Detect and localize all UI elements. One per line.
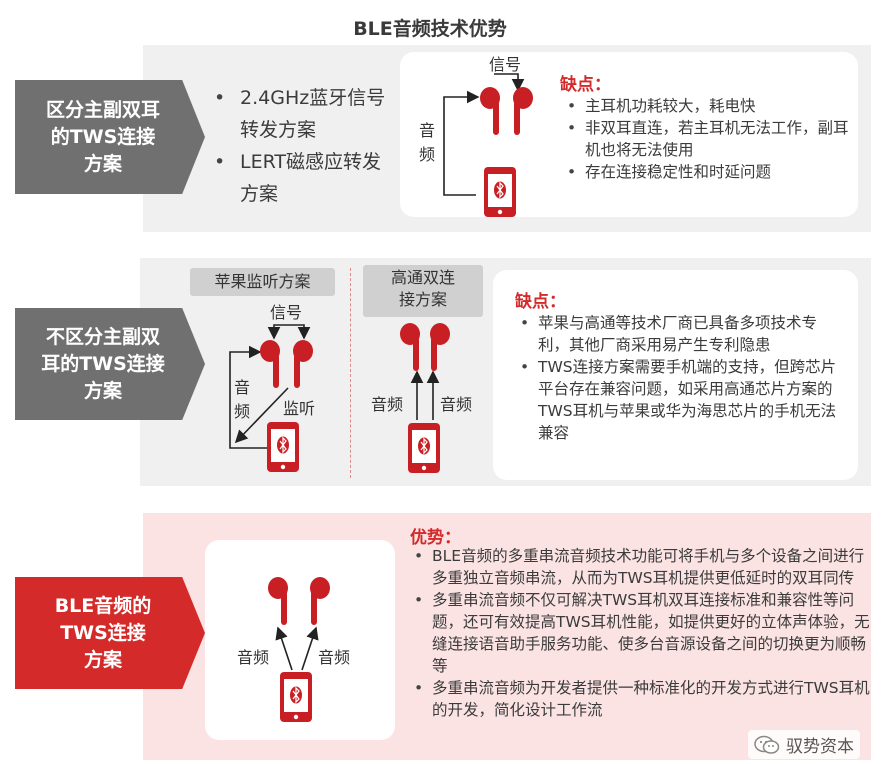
section-1-diagram (443, 73, 533, 217)
phone-icon (408, 423, 440, 473)
earbud-icon (513, 87, 533, 135)
wechat-icon (754, 735, 780, 754)
section-1-label-text: 区分主副双耳 的TWS连接 方案 (45, 98, 160, 175)
apple-monitor-label: 监听 (283, 399, 316, 418)
qualcomm-audio-right-label: 音频 (440, 395, 473, 414)
section-3-pros: BLE音频的多重串流音频技术功能可将手机与多个设备之间进行多重独立音频串流，从而… (412, 545, 870, 721)
bluetooth-icon (290, 686, 302, 704)
page-title: BLE音频技术优势 (353, 18, 507, 40)
earbud-icon (268, 577, 288, 625)
earbud-icon (430, 323, 450, 371)
section-2-cons-title: 缺点： (515, 292, 566, 312)
qualcomm-audio-left-label: 音频 (371, 395, 404, 414)
section-2-cons: 苹果与高通等技术厂商已具备多项技术专利，其他厂商采用易产生专利隐患 TWS连接方… (518, 312, 838, 444)
method-item: LERT磁感应转发方案 (210, 146, 395, 210)
cons-item: 苹果与高通等技术厂商已具备多项技术专利，其他厂商采用易产生专利隐患 (518, 312, 838, 356)
ble-audio-right-label: 音频 (318, 648, 351, 667)
ble-audio-left-label: 音频 (237, 648, 270, 667)
apple-plan-diagram (229, 324, 313, 472)
cons-item: 主耳机功耗较大，耗电快 (565, 95, 850, 117)
section-3-pros-title: 优势： (410, 528, 461, 548)
section-2-label: 不区分主副双 耳的TWS连接 方案 (15, 308, 205, 420)
earbud-icon (260, 340, 280, 388)
section-1-cons: 主耳机功耗较大，耗电快 非双耳直连，若主耳机无法工作，副耳机也将无法使用 存在连… (565, 95, 850, 183)
cons-item: TWS连接方案需要手机端的支持，但跨芯片平台存在兼容问题，如采用高通芯片方案的T… (518, 356, 838, 444)
section-3-label: BLE音频的 TWS连接 方案 (15, 577, 205, 689)
watermark: 驭势资本 (748, 730, 860, 759)
phone-icon (280, 672, 312, 722)
cons-item: 非双耳直连，若主耳机无法工作，副耳机也将无法使用 (565, 117, 850, 161)
apple-signal-label: 信号 (270, 303, 303, 322)
watermark-text: 驭势资本 (786, 737, 854, 757)
pros-item: 多重串流音频为开发者提供一种标准化的开发方式进行TWS耳机的开发，简化设计工作流 (412, 677, 870, 721)
section-3-label-text: BLE音频的 TWS连接 方案 (54, 594, 152, 671)
section-1-cons-title: 缺点： (560, 75, 611, 95)
signal-label: 信号 (489, 55, 522, 74)
section-2-label-text: 不区分主副双 耳的TWS连接 方案 (41, 325, 165, 402)
pros-item: 多重串流音频不仅可解决TWS耳机双耳连接标准和兼容性等问题，还可有效提高TWS耳… (412, 589, 870, 677)
ble-audio-diagram (268, 577, 330, 722)
apple-audio-label: 音频 (233, 378, 250, 421)
phone-icon (267, 422, 299, 472)
qualcomm-plan-title: 高通双连 接方案 (363, 265, 483, 317)
pros-item: BLE音频的多重串流音频技术功能可将手机与多个设备之间进行多重独立音频串流，从而… (412, 545, 870, 589)
section-2-divider (350, 268, 351, 478)
section-1-label: 区分主副双耳 的TWS连接 方案 (15, 80, 205, 194)
bluetooth-icon (418, 437, 430, 455)
method-item: 2.4GHz蓝牙信号转发方案 (210, 82, 395, 146)
phone-icon (484, 167, 516, 217)
cons-item: 存在连接稳定性和时延问题 (565, 161, 850, 183)
earbud-icon (293, 340, 313, 388)
earbud-icon (480, 87, 500, 135)
audio-label: 音频 (418, 121, 435, 164)
qualcomm-plan-diagram (400, 323, 450, 473)
section-1-methods: 2.4GHz蓝牙信号转发方案 LERT磁感应转发方案 (210, 82, 395, 210)
bluetooth-icon (494, 181, 506, 199)
apple-plan-title: 苹果监听方案 (190, 268, 335, 296)
earbud-icon (400, 323, 420, 371)
bluetooth-icon (277, 436, 289, 454)
earbud-icon (310, 577, 330, 625)
